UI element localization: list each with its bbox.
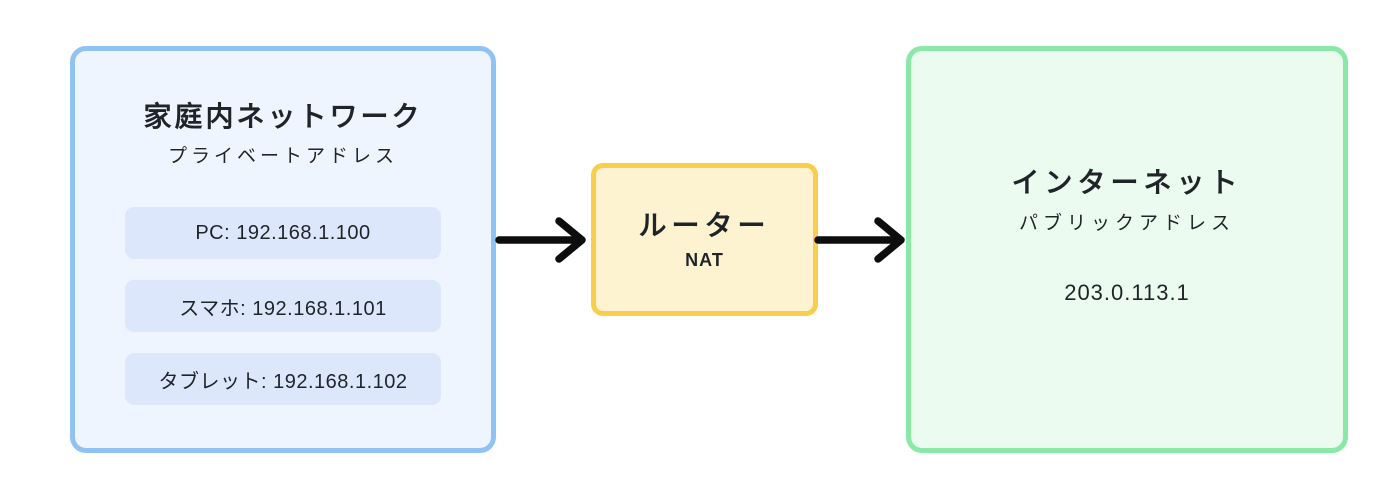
router-to-internet-arrow-icon <box>814 217 905 263</box>
internet-box: インターネット パブリックアドレス 203.0.113.1 <box>906 46 1348 453</box>
router-nat-label: NAT <box>685 249 724 270</box>
public-ip-address: 203.0.113.1 <box>1064 279 1190 305</box>
internet-title: インターネット <box>1011 166 1243 198</box>
home-network-title: 家庭内ネットワーク <box>143 101 423 132</box>
device-tablet: タブレット: 192.168.1.102 <box>125 353 441 405</box>
router-title: ルーター <box>638 209 771 241</box>
device-list: PC: 192.168.1.100 スマホ: 192.168.1.101 タブレ… <box>75 207 491 405</box>
home-network-subtitle: プライベートアドレス <box>167 146 398 167</box>
home-to-router-arrow-icon <box>495 217 586 263</box>
router-box: ルーター NAT <box>591 163 818 316</box>
device-smartphone: スマホ: 192.168.1.101 <box>125 280 441 332</box>
device-pc: PC: 192.168.1.100 <box>125 207 441 259</box>
home-network-box: 家庭内ネットワーク プライベートアドレス PC: 192.168.1.100 ス… <box>70 46 496 453</box>
internet-subtitle: パブリックアドレス <box>1018 212 1235 234</box>
